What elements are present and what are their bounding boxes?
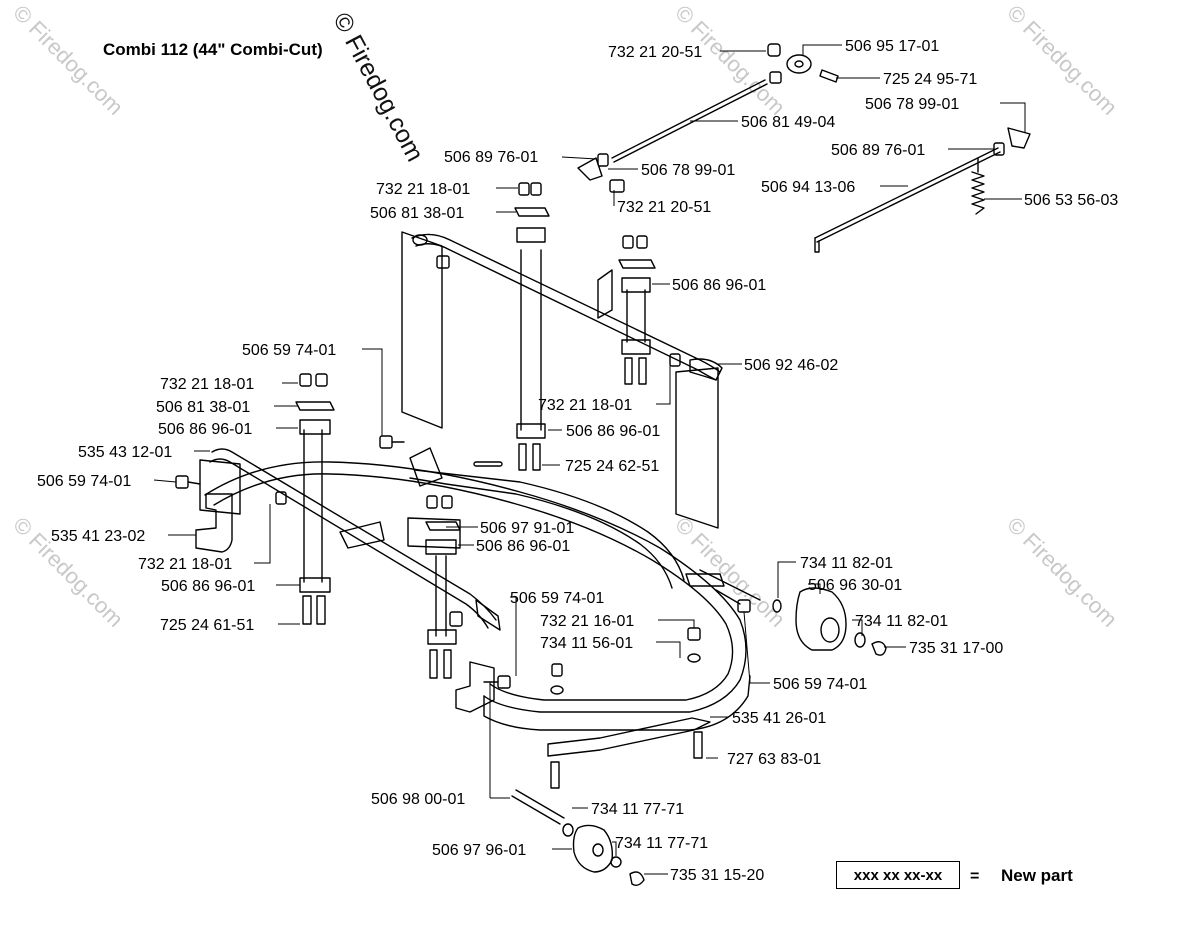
callout-label: 506 59 74-01 bbox=[242, 342, 336, 359]
frame-arm bbox=[409, 447, 443, 487]
callout-label: 535 41 26-01 bbox=[732, 710, 826, 727]
callout-label: 732 21 16-01 bbox=[540, 613, 634, 630]
callout-label: 732 21 20-51 bbox=[608, 44, 702, 61]
callout-label: 506 78 99-01 bbox=[641, 162, 735, 179]
callout-label: 506 86 96-01 bbox=[158, 421, 252, 438]
callout-label: 506 97 91-01 bbox=[480, 520, 574, 537]
upper-rod-506-81-49-04 bbox=[611, 79, 768, 163]
callout-label: 732 21 18-01 bbox=[376, 181, 470, 198]
callout-label: 732 21 18-01 bbox=[538, 397, 632, 414]
front-tube-535-43-12-01 bbox=[209, 448, 501, 631]
deck-plate bbox=[339, 521, 385, 549]
callout-label: 506 96 30-01 bbox=[808, 577, 902, 594]
callout-label: 725 24 61-51 bbox=[160, 617, 254, 634]
callout-label: 506 59 74-01 bbox=[510, 590, 604, 607]
callout-label: 734 11 82-01 bbox=[855, 613, 948, 630]
callout-label: 734 11 77-71 bbox=[591, 801, 684, 818]
callout-label: 506 86 96-01 bbox=[566, 423, 660, 440]
callout-label: 727 63 83-01 bbox=[727, 751, 821, 768]
left-vertical-rod bbox=[303, 429, 323, 583]
callout-label: 735 31 15-20 bbox=[670, 867, 764, 884]
callout-label: 734 11 56-01 bbox=[540, 635, 633, 652]
deck-frame bbox=[204, 461, 751, 731]
roller-506-97-96-01 bbox=[511, 789, 645, 887]
callout-label: 732 21 18-01 bbox=[160, 376, 254, 393]
bracket-535-41-23-02 bbox=[195, 493, 233, 553]
callout-label: 725 24 62-51 bbox=[565, 458, 659, 475]
callout-label: 506 97 96-01 bbox=[432, 842, 526, 859]
guide-plates bbox=[199, 231, 719, 549]
callout-label: 725 24 95-71 bbox=[883, 71, 977, 88]
bolts bbox=[175, 435, 751, 789]
callout-label: 732 21 18-01 bbox=[138, 556, 232, 573]
callout-label: 506 59 74-01 bbox=[37, 473, 131, 490]
ball-joint-top bbox=[577, 43, 1031, 193]
skid-535-41-26-01 bbox=[547, 717, 711, 757]
lift-arm-bracket bbox=[597, 269, 613, 319]
callout-label: 506 78 99-01 bbox=[865, 96, 959, 113]
callout-label: 506 53 56-03 bbox=[1024, 192, 1118, 209]
right-vertical-rod bbox=[626, 289, 646, 343]
callout-label: 506 92 46-02 bbox=[744, 357, 838, 374]
callout-label: 506 59 74-01 bbox=[773, 676, 867, 693]
callout-label: 506 86 96-01 bbox=[161, 578, 255, 595]
callout-label: 506 89 76-01 bbox=[831, 142, 925, 159]
center-vertical-rod bbox=[520, 249, 542, 431]
callout-label: 506 81 38-01 bbox=[156, 399, 250, 416]
callout-label: 506 89 76-01 bbox=[444, 149, 538, 166]
diagram-title: Combi 112 (44" Combi-Cut) bbox=[103, 40, 323, 59]
lower-bracket bbox=[455, 661, 495, 713]
callout-label: 734 11 82-01 bbox=[800, 555, 893, 572]
part-callouts: 732 21 20-51 506 95 17-01 725 24 95-71 5… bbox=[37, 38, 1118, 884]
callout-label: 506 95 17-01 bbox=[845, 38, 939, 55]
lift-arm-upper bbox=[411, 233, 723, 381]
callout-label: 506 86 96-01 bbox=[476, 538, 570, 555]
legend-new-part-code: xxx xx xx-xx bbox=[836, 861, 960, 889]
callout-label: 734 11 77-71 bbox=[615, 835, 708, 852]
leader-lines bbox=[153, 44, 1026, 875]
clamp-stacks bbox=[295, 182, 656, 679]
roller-506-96-30-01 bbox=[685, 569, 887, 656]
callout-label: 535 43 12-01 bbox=[78, 444, 172, 461]
mid-vertical-rod bbox=[435, 555, 447, 637]
upper-right-rod-506-94-13-06 bbox=[814, 147, 1001, 253]
callout-label: 506 94 13-06 bbox=[761, 179, 855, 196]
spring-506-53-56-03 bbox=[971, 157, 985, 215]
callout-label: 735 31 17-00 bbox=[909, 640, 1003, 657]
legend-new-part-text: New part bbox=[1001, 866, 1073, 885]
legend-equals: = bbox=[970, 868, 980, 885]
callout-label: 506 81 38-01 bbox=[370, 205, 464, 222]
callout-label: 506 98 00-01 bbox=[371, 791, 465, 808]
callout-label: 506 86 96-01 bbox=[672, 277, 766, 294]
callout-label: 535 41 23-02 bbox=[51, 528, 145, 545]
callout-label: 506 81 49-04 bbox=[741, 114, 835, 131]
callout-label: 732 21 20-51 bbox=[617, 199, 711, 216]
